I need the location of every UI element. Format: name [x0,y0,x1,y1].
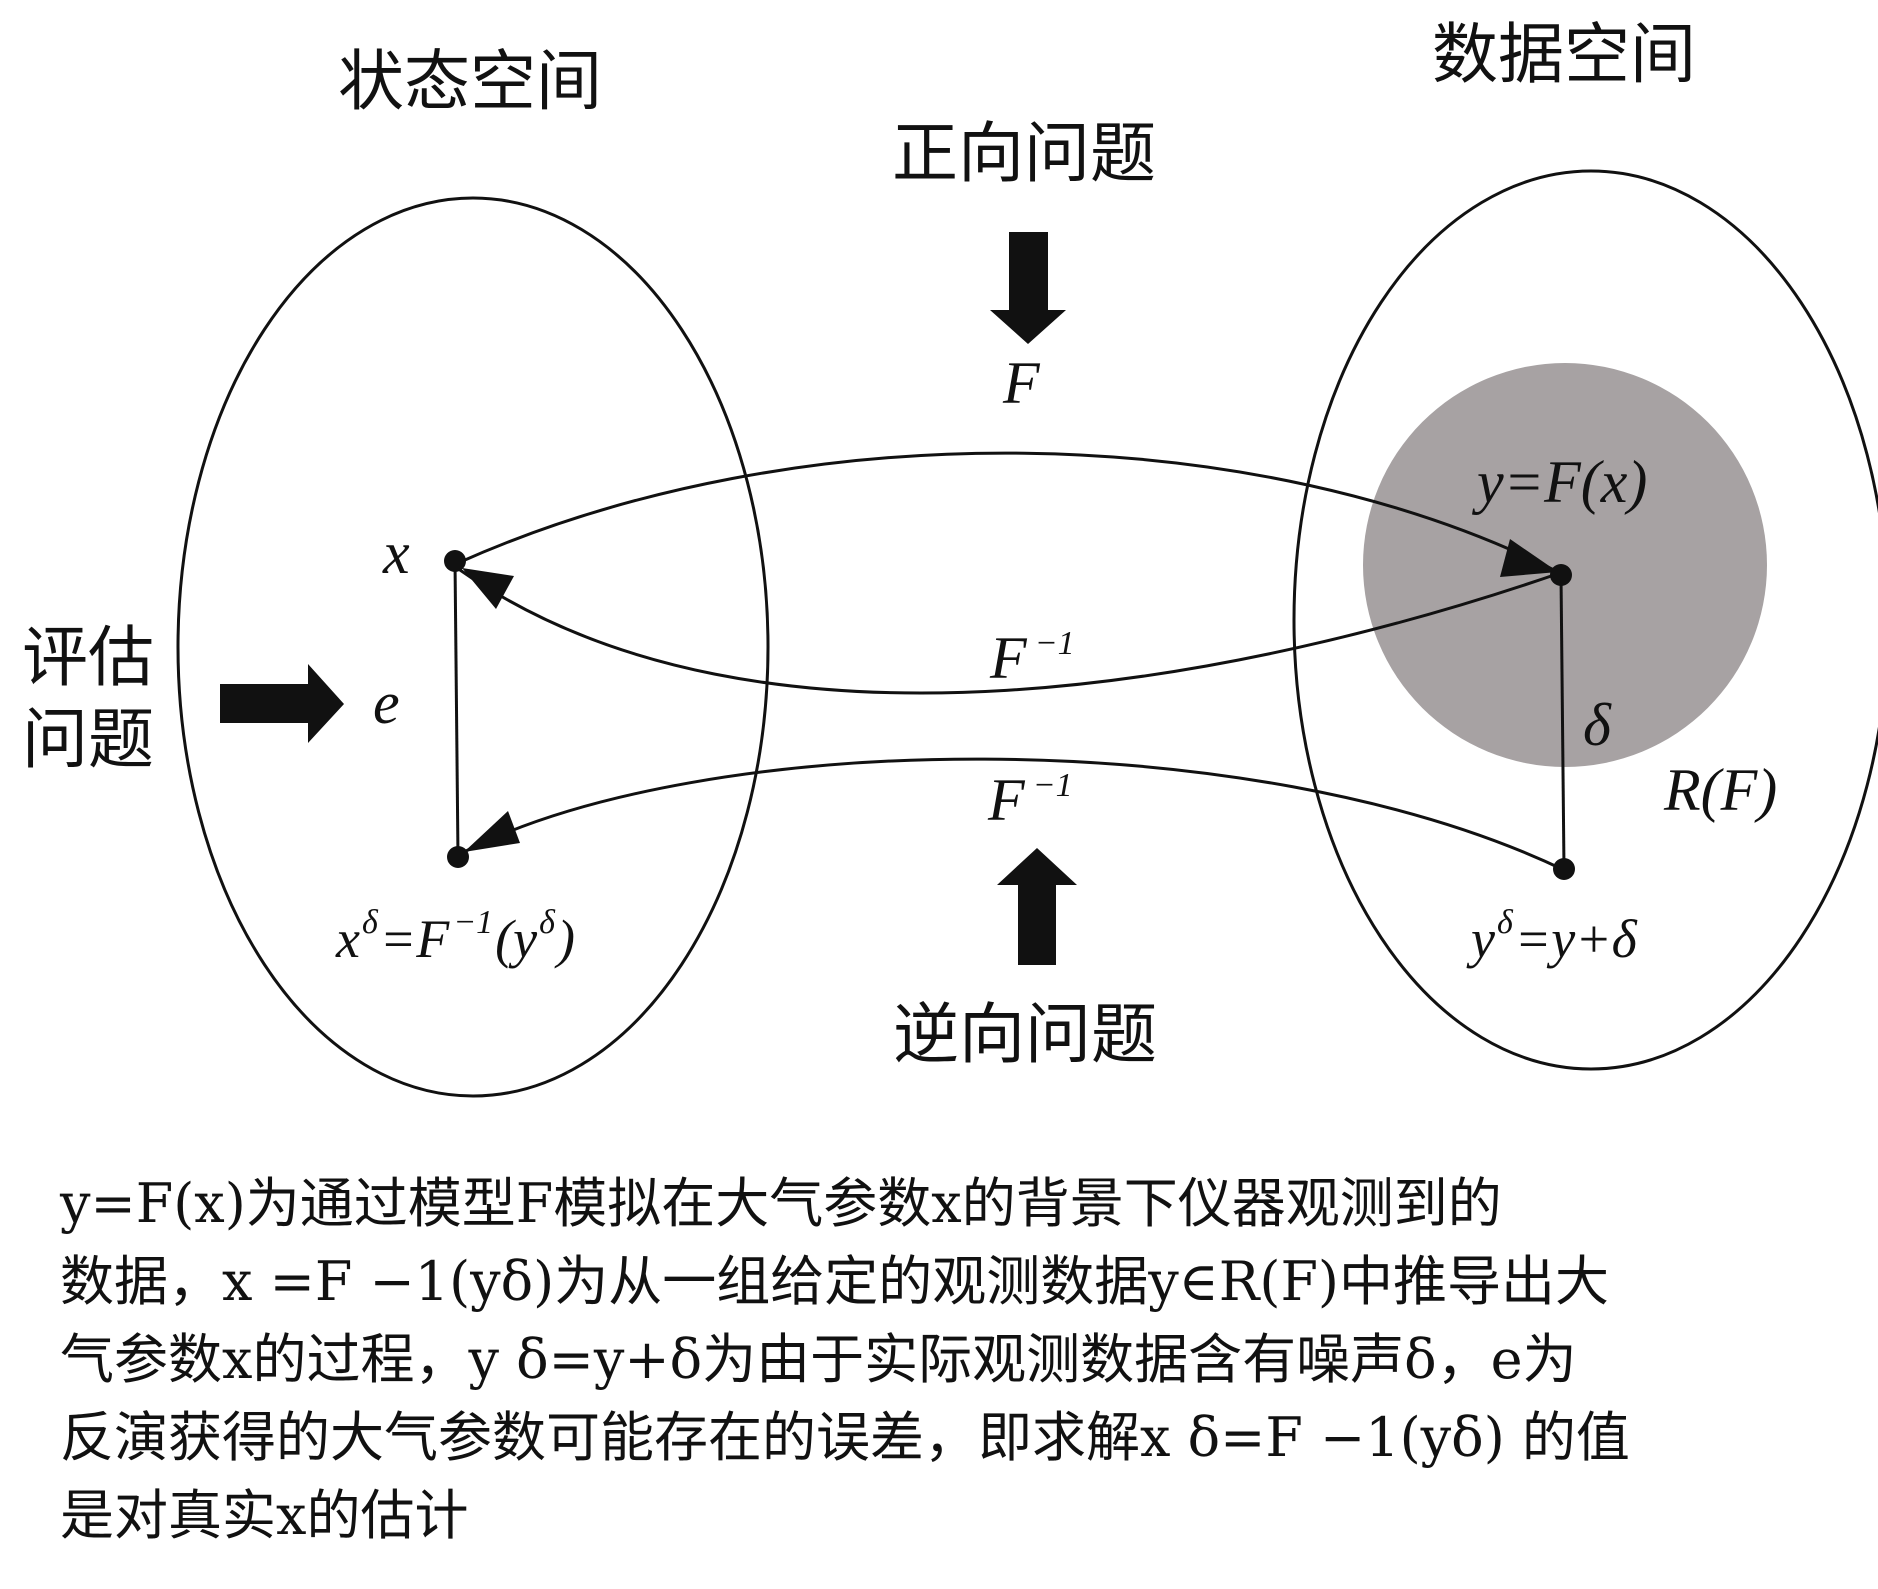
forward-map-curve [457,451,1561,575]
inverse-map-sup: −1 [1035,625,1075,662]
noise-line [1559,574,1566,870]
y-delta-label: yδ=y+δ [1466,904,1638,969]
figure-caption: y=F(x)为通过模型F模拟在大气参数x的背景下仪器观测到的 数据，x =F −… [60,1165,1840,1555]
data-space-label: 数据空间 [1432,16,1696,93]
state-space-ellipse [176,196,770,1098]
point-x [444,550,466,572]
caption-line-4: 反演获得的大气参数可能存在的误差，即求解x δ=F −1(yδ) 的值 [60,1406,1630,1469]
noise-delta-label: δ [1583,692,1612,758]
x-delta-paren-close: ) [554,909,575,969]
caption-line-5: 是对真实x的估计 [60,1484,469,1547]
noisy-inverse-map-F: F [987,767,1026,833]
inverse-map-curve [459,568,1561,695]
data-space-ellipse [1292,169,1878,1071]
evaluation-label-line2: 问题 [22,701,154,778]
point-ydelta [1553,858,1575,880]
caption-line-1: y=F(x)为通过模型F模拟在大气参数x的背景下仪器观测到的 [60,1172,1502,1235]
noisy-inverse-map-sup: −1 [1033,767,1073,804]
point-xdelta [447,846,469,868]
x-delta-eq-sup: −1 [453,904,493,941]
x-delta-x: x [335,909,360,969]
forward-arrowhead [1500,539,1558,577]
y-delta-y: y [1466,909,1495,969]
x-delta-label: xδ=F−1(yδ) [335,904,575,969]
inverse-map-label: F−1 [989,625,1075,691]
state-space-label: 状态空间 [338,43,602,120]
y-delta-sup: δ [1497,904,1514,941]
inverse-problem-label: 逆向问题 [893,996,1157,1073]
evaluation-label-line1: 评估 [22,619,154,696]
caption-line-3: 气参数x的过程，y δ=y+δ为由于实际观测数据含有噪声δ，e为 [60,1328,1577,1391]
y-equals-label: y=F(x) [1471,449,1647,515]
inverse-map-F: F [989,625,1028,691]
range-label: R(F) [1663,757,1777,823]
noisy-inverse-curve [461,757,1565,872]
forward-problem-arrow [990,232,1066,344]
inverse-arrowhead [462,568,514,609]
x-delta-sup: δ [362,904,379,941]
x-delta-eq: =F [380,909,450,969]
x-delta-paren-sup: δ [539,904,556,941]
forward-problem-label: 正向问题 [892,115,1156,192]
y-delta-rest: =y+δ [1515,909,1638,969]
noisy-inverse-arrowhead [464,811,520,852]
x-delta-paren-open: (y [495,909,537,969]
noisy-inverse-map-label: F−1 [987,767,1073,833]
point-y [1550,564,1572,586]
evaluation-problem-arrow [220,664,344,743]
state-x-label: x [382,520,410,586]
inverse-problem-arrow [997,848,1077,965]
error-line [453,560,460,858]
error-e-label: e [373,670,400,736]
forward-map-label: F [1002,350,1041,416]
caption-line-2: 数据，x =F −1(yδ)为从一组给定的观测数据y∈R(F)中推导出大 [60,1250,1609,1313]
